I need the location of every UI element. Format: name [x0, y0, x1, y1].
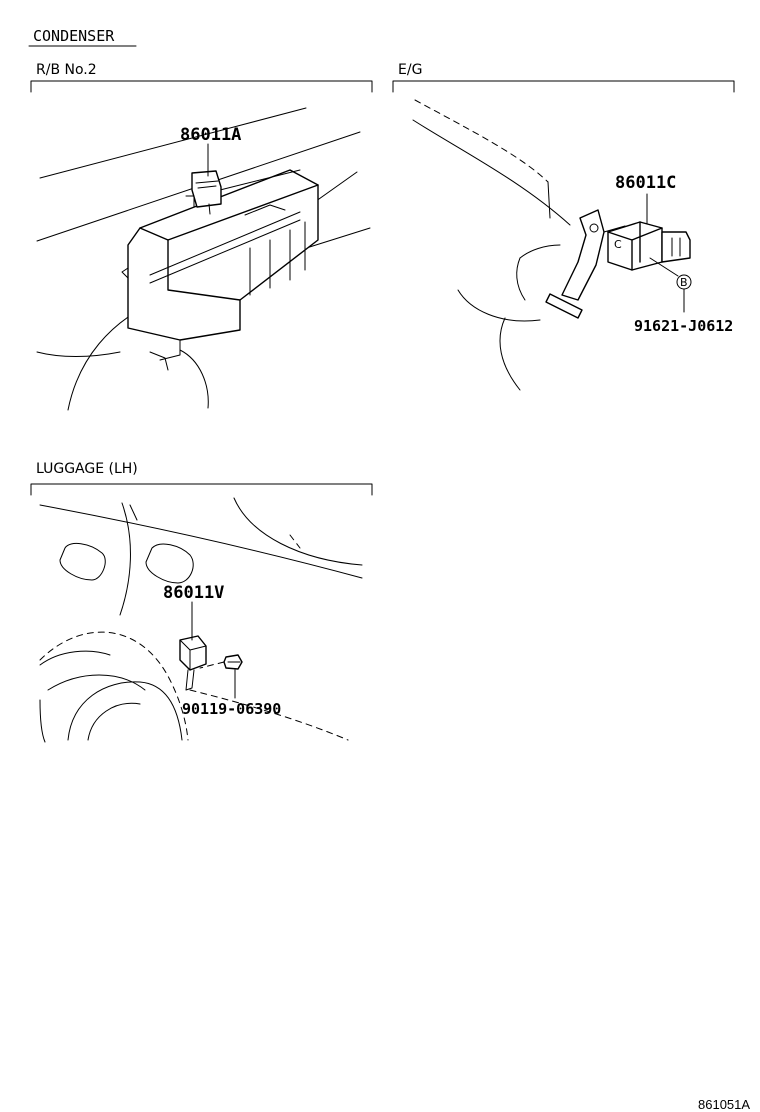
diagram-title: CONDENSER: [33, 27, 115, 45]
luggage-body-line: [129, 504, 138, 521]
luggage-opening: [59, 542, 106, 581]
section-bracket-rb: [30, 80, 373, 93]
diagram-code: 861051A: [698, 1097, 750, 1112]
condenser-86011c: C: [607, 221, 691, 271]
part-number-86011c: 86011C: [615, 173, 676, 193]
section-luggage-lh: LUGGAGE (LH) 86011V: [30, 461, 373, 743]
part-number-90119-06390: 90119-06390: [182, 700, 281, 718]
relay-box-no2: [121, 169, 319, 371]
condenser-86011v: [179, 635, 207, 691]
wheel-arch: [67, 681, 183, 741]
luggage-body-line: [119, 502, 131, 616]
bolt-90119-06390: [199, 654, 243, 670]
mark-c-label: C: [614, 238, 622, 251]
condenser-86011a: [185, 170, 222, 215]
luggage-body-line: [189, 689, 349, 741]
wheel-arch: [39, 650, 111, 666]
wheel-arch: [39, 699, 46, 743]
part-number-91621-j0612: 91621-J0612: [634, 317, 733, 335]
part-number-86011v: 86011V: [163, 583, 224, 603]
eg-body-line: [414, 99, 549, 183]
eg-body-line: [547, 181, 551, 219]
wheel-arch: [39, 631, 189, 741]
wheel-arch: [47, 674, 146, 691]
rb-body-line: [36, 351, 121, 357]
leader-callout-b: [649, 257, 679, 277]
wheel-arch: [87, 702, 141, 741]
section-bracket-luggage: [30, 483, 373, 496]
luggage-body-line: [289, 534, 301, 549]
section-label-eg: E/G: [398, 62, 422, 78]
eg-body-line: [519, 244, 561, 259]
eg-body-line: [499, 317, 521, 391]
section-label-rb: R/B No.2: [36, 62, 97, 78]
rb-body-line: [39, 107, 307, 179]
luggage-body-line: [39, 504, 363, 579]
rb-body-line: [299, 227, 371, 251]
section-eg: E/G C 86011C B 91621-J: [392, 62, 735, 391]
luggage-opening: [145, 543, 194, 584]
eg-body-line: [412, 119, 571, 226]
part-number-86011a: 86011A: [180, 125, 241, 145]
section-label-luggage: LUGGAGE (LH): [36, 461, 138, 477]
section-bracket-eg: [392, 80, 735, 93]
rb-body-line: [179, 349, 209, 409]
callout-b-label: B: [680, 276, 688, 289]
eg-body-line: [516, 257, 526, 301]
luggage-body-line: [233, 497, 363, 566]
eg-body-line: [457, 289, 541, 322]
eg-mounting-bracket: [545, 209, 626, 319]
section-rb-no2: R/B No.2: [30, 62, 373, 411]
